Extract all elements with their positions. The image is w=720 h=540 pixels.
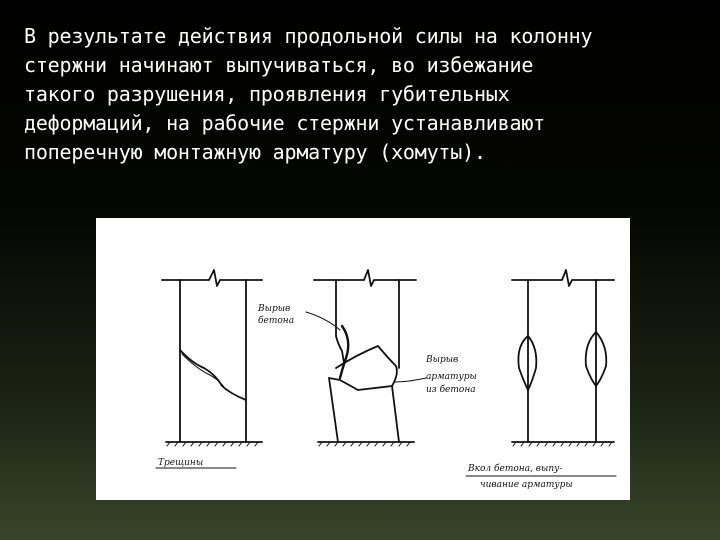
label-tear-out-concrete-2: бетона [258, 316, 295, 326]
column-failure-figure: Трещины Вырыв бетона Вырыв арматуры из б… [96, 218, 630, 500]
text-line-3: такого разрушения, проявления губительны… [24, 82, 510, 106]
label-spalling-1: Вкол бетона, выпу- [468, 464, 563, 474]
label-tear-out-rebar-1: Вырыв [426, 355, 459, 365]
column-failure-drawing [155, 269, 617, 477]
text-line-5: поперечную монтажную арматуру (хомуты). [24, 140, 486, 164]
column-tear-out [305, 269, 427, 447]
slide-text: В результате действия продольной силы на… [24, 22, 704, 167]
text-line-1: В результате действия продольной силы на… [24, 24, 593, 48]
column-spalling [465, 269, 617, 477]
column-cracks [155, 269, 263, 469]
label-tear-out-rebar-3: из бетона [426, 385, 476, 395]
label-tear-out-rebar-2: арматуры [426, 372, 477, 382]
label-cracks: Трещины [158, 458, 204, 468]
text-line-4: деформаций, на рабочие стержни устанавли… [24, 111, 546, 135]
label-tear-out-concrete-1: Вырыв [258, 304, 291, 314]
label-spalling-2: чивание арматуры [480, 480, 573, 490]
text-line-2: стержни начинают выпучиваться, во избежа… [24, 53, 534, 77]
